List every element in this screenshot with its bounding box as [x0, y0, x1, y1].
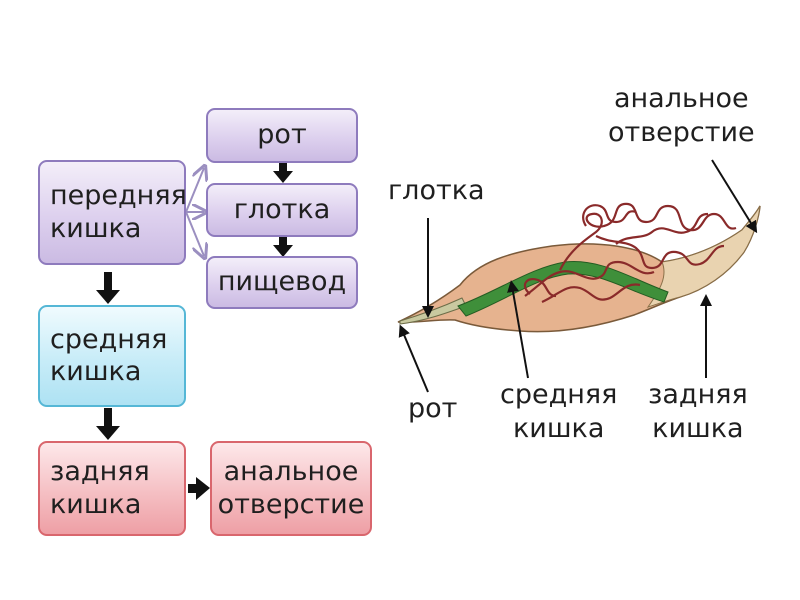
esophagus-box: пищевод: [206, 256, 358, 309]
worm-hindgut-section: [646, 205, 761, 308]
anatomy-midgut-line2: кишка: [512, 412, 605, 444]
hindgut-box: задняя кишка: [38, 441, 186, 536]
pointer-anus: [711, 159, 758, 234]
anus-line1: анальное: [223, 456, 359, 488]
esophagus-label: пищевод: [217, 266, 347, 298]
down-arrow-midgut-hindgut: [96, 408, 120, 440]
anatomy-mouth-label: рот: [408, 392, 457, 426]
hindgut-line2: кишка: [50, 488, 142, 520]
midgut-line1: средняя: [50, 323, 168, 355]
pharynx-label: глотка: [233, 193, 331, 225]
anatomy-midgut-label: средняя кишка: [500, 378, 617, 446]
anatomy-hindgut-label: задняя кишка: [648, 378, 748, 446]
pointer-lines: [398, 159, 758, 393]
worm-gut: [457, 260, 669, 317]
anatomy-anus-line2: отверстие: [608, 116, 755, 148]
anatomy-midgut-line1: средняя: [500, 379, 618, 410]
foregut-line2: кишка: [50, 212, 142, 244]
branch-connectors: [185, 168, 204, 256]
pharynx-box: глотка: [206, 183, 358, 237]
anatomy-anus-line1: анальное: [613, 83, 749, 114]
hindgut-line1: задняя: [50, 456, 150, 488]
mouth-box: рот: [206, 108, 358, 163]
anus-line2: отверстие: [217, 488, 365, 520]
anatomy-hindgut-line1: задняя: [648, 379, 748, 410]
mouth-label: рот: [257, 119, 307, 151]
anatomy-pharynx-label: глотка: [388, 174, 485, 208]
down-arrow-pharynx-esophagus: [273, 237, 293, 257]
anatomy-pharynx-text: глотка: [388, 175, 485, 206]
midgut-line2: кишка: [50, 356, 142, 387]
worm-tubules: [523, 202, 737, 304]
midgut-box: средняя кишка: [38, 305, 186, 407]
anatomy-hindgut-line2: кишка: [652, 412, 744, 444]
pointer-mouth: [398, 324, 429, 393]
foregut-box: передняя кишка: [38, 160, 187, 265]
pointer-midgut: [507, 280, 529, 379]
foregut-line1: передняя: [50, 180, 187, 212]
down-arrow-mouth-pharynx: [273, 163, 293, 183]
anatomy-mouth-text: рот: [408, 393, 458, 424]
anatomy-anus-label: анальное отверстие: [608, 82, 755, 150]
down-arrow-foregut-midgut: [96, 272, 120, 304]
anus-box: анальное отверстие: [210, 441, 372, 536]
right-arrow-hindgut-anus: [188, 477, 210, 500]
